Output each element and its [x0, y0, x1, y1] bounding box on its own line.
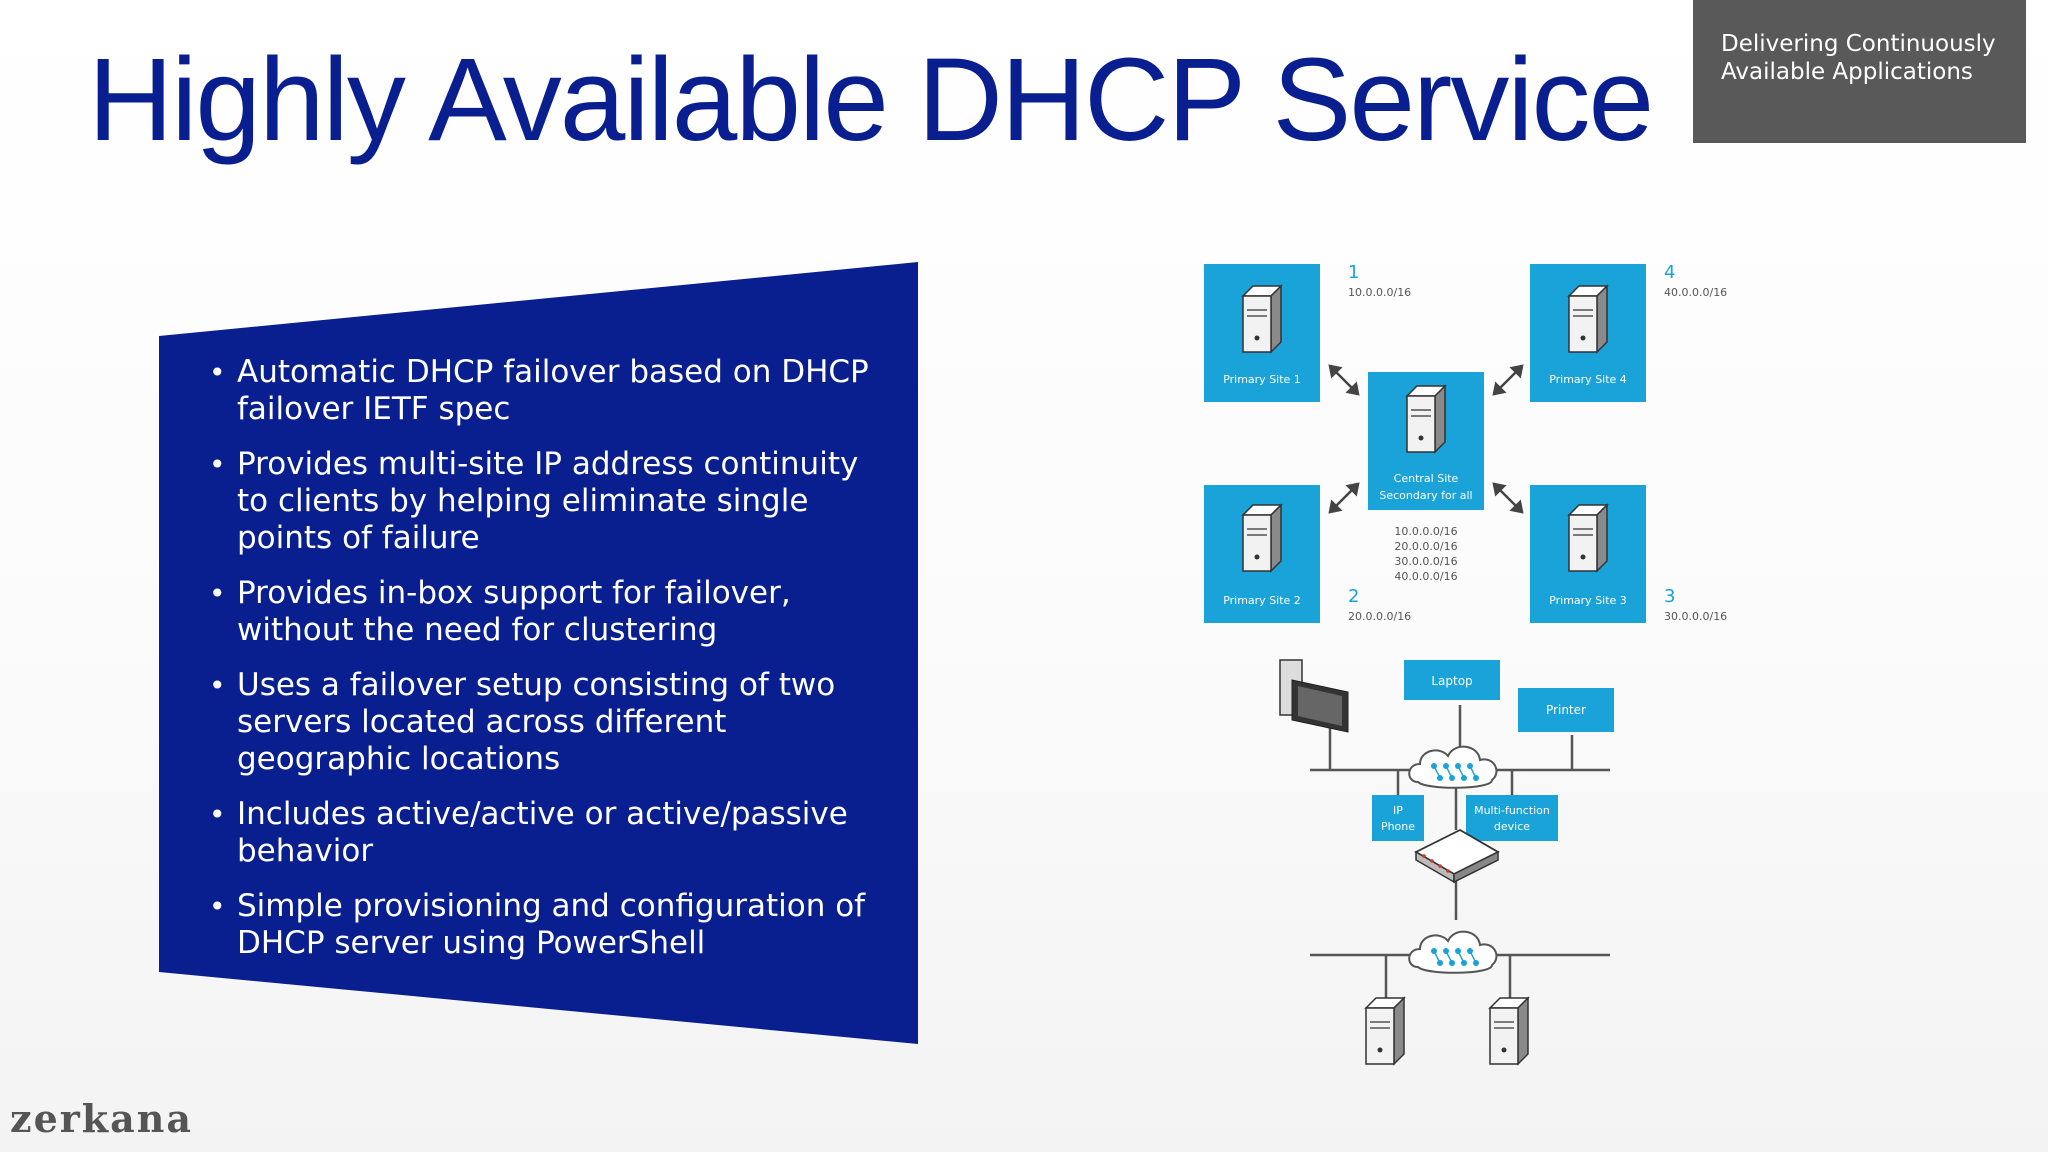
svg-text:Phone: Phone — [1381, 820, 1415, 833]
bullet-list: Automatic DHCP failover based on DHCP fa… — [209, 354, 887, 980]
primary-site-1: Primary Site 1 — [1204, 264, 1320, 402]
bullet-item: Provides multi-site IP address continuit… — [209, 446, 887, 557]
site-2-subnet: 20.0.0.0/16 — [1348, 610, 1411, 623]
svg-text:Primary Site 4: Primary Site 4 — [1549, 373, 1627, 386]
bullet-item: Includes active/active or active/passive… — [209, 796, 887, 870]
central-site: Central Site Secondary for all — [1368, 372, 1484, 510]
site-4-subnet: 40.0.0.0/16 — [1664, 286, 1727, 299]
bullet-item: Uses a failover setup consisting of two … — [209, 667, 887, 778]
svg-text:Secondary for all: Secondary for all — [1379, 489, 1472, 502]
bullet-item: Provides in-box support for failover, wi… — [209, 575, 887, 649]
failover-arrows — [1328, 364, 1524, 514]
site-1-number: 1 — [1348, 262, 1359, 283]
central-subnet-4: 40.0.0.0/16 — [1394, 570, 1457, 583]
client-network: Laptop Printer IP Phone Multi-function d… — [1279, 659, 1614, 1065]
bullet-panel: Automatic DHCP failover based on DHCP fa… — [159, 262, 918, 1044]
company-logo: zerkana — [8, 1088, 308, 1148]
server-icon — [1489, 997, 1529, 1065]
svg-text:Multi-function: Multi-function — [1474, 804, 1550, 817]
svg-text:zerkana: zerkana — [10, 1096, 193, 1141]
dhcp-topology-diagram: Primary Site 1 1 10.0.0.0/16 Primary Sit… — [1204, 262, 1727, 1065]
svg-text:Primary Site 3: Primary Site 3 — [1549, 594, 1627, 607]
section-tag: Delivering Continuously Available Applic… — [1693, 0, 2026, 143]
svg-text:Central Site: Central Site — [1394, 472, 1459, 485]
svg-text:Primary Site 1: Primary Site 1 — [1223, 373, 1301, 386]
site-3-subnet: 30.0.0.0/16 — [1664, 610, 1727, 623]
primary-site-2: Primary Site 2 — [1204, 485, 1320, 623]
site-2-number: 2 — [1348, 586, 1359, 607]
zerkana-logo: zerkana — [10, 1096, 193, 1141]
slide-title: Highly Available DHCP Service — [88, 34, 1654, 166]
svg-text:IP: IP — [1393, 804, 1403, 817]
switch-icon — [1414, 828, 1500, 884]
central-subnet-3: 30.0.0.0/16 — [1394, 555, 1457, 568]
multifunction-device: Multi-function device — [1466, 795, 1558, 841]
svg-text:Printer: Printer — [1546, 703, 1586, 717]
printer-device: Printer — [1518, 688, 1614, 732]
section-tag-line-2: Available Applications — [1721, 59, 1973, 85]
site-3-number: 3 — [1664, 586, 1675, 607]
central-subnet-2: 20.0.0.0/16 — [1394, 540, 1457, 553]
svg-text:Primary Site 2: Primary Site 2 — [1223, 594, 1301, 607]
section-tag-text: Delivering Continuously Available Applic… — [1721, 30, 1996, 86]
primary-site-4: Primary Site 4 — [1530, 264, 1646, 402]
svg-text:device: device — [1494, 820, 1530, 833]
bullet-item: Automatic DHCP failover based on DHCP fa… — [209, 354, 887, 428]
desktop-pc-icon — [1279, 659, 1349, 733]
bullet-item: Simple provisioning and configuration of… — [209, 888, 887, 962]
primary-site-3: Primary Site 3 — [1530, 485, 1646, 623]
ip-phone-device: IP Phone — [1372, 795, 1424, 841]
server-icon — [1365, 997, 1405, 1065]
site-4-number: 4 — [1664, 262, 1675, 283]
section-tag-line-1: Delivering Continuously — [1721, 31, 1996, 57]
svg-text:Laptop: Laptop — [1431, 674, 1472, 688]
laptop-device: Laptop — [1404, 660, 1500, 700]
site-1-subnet: 10.0.0.0/16 — [1348, 286, 1411, 299]
central-subnet-1: 10.0.0.0/16 — [1394, 525, 1457, 538]
